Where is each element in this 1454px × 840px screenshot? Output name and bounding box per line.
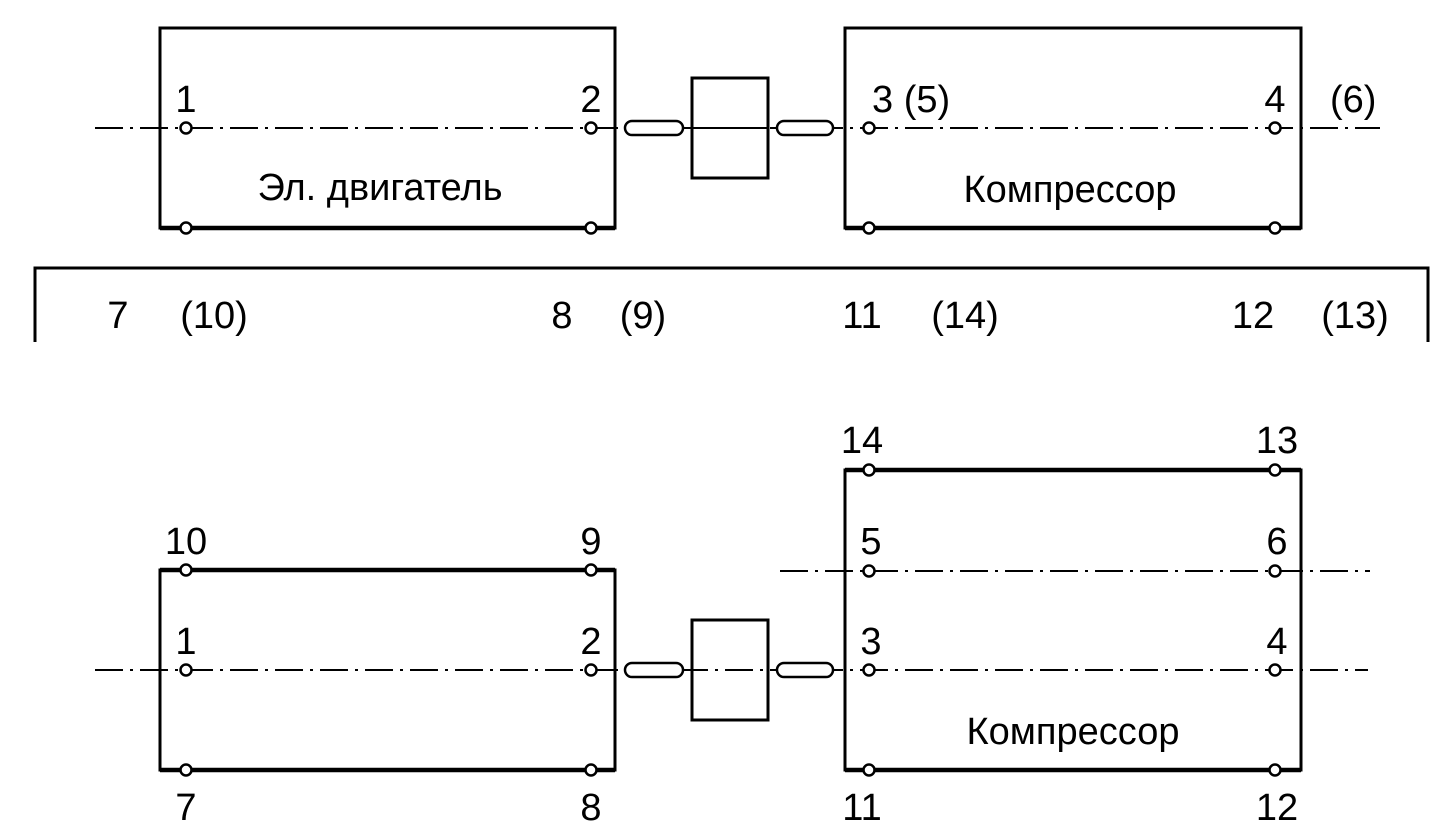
- bottom-label-4: 4: [1266, 621, 1287, 663]
- bottom-label-12: 12: [1256, 787, 1298, 829]
- bottom-point-8: [584, 763, 598, 777]
- top-coupling-right: [775, 119, 835, 137]
- top-diagram: Эл. двигатель Компрессор 1 2 3 (5) 4 (6): [95, 26, 1380, 235]
- bracket-label-12: 12: [1232, 295, 1274, 337]
- bottom-label-11: 11: [842, 787, 881, 829]
- bracket-label-7: 7: [107, 295, 128, 337]
- bottom-coupling-left: [623, 661, 685, 679]
- top-point-2: [584, 121, 598, 135]
- bottom-label-2: 2: [580, 621, 601, 663]
- top-compressor-label: Компрессор: [964, 169, 1177, 211]
- bottom-point-11: [862, 763, 876, 777]
- bottom-compressor-label: Компрессор: [967, 711, 1180, 753]
- bracket-label-14: (14): [931, 295, 999, 337]
- bottom-point-9: [584, 563, 598, 577]
- top-point-4: [1268, 121, 1282, 135]
- bracket-line: [33, 266, 1430, 342]
- bottom-label-10: 10: [165, 521, 207, 563]
- top-motor-label: Эл. двигатель: [257, 167, 502, 209]
- bracket-row: 7 (10) 8 (9) 11 (14) 12 (13): [33, 266, 1430, 342]
- bottom-point-14: [862, 463, 876, 477]
- bottom-point-2: [584, 663, 598, 677]
- bottom-point-6: [1268, 564, 1282, 578]
- bottom-point-13: [1268, 463, 1282, 477]
- bottom-label-8: 8: [580, 787, 601, 829]
- bracket-label-9: (9): [620, 295, 666, 337]
- top-label-4: 4: [1264, 79, 1285, 121]
- bracket-label-13: (13): [1321, 295, 1389, 337]
- bottom-label-5: 5: [860, 521, 881, 563]
- bottom-label-13: 13: [1256, 420, 1298, 462]
- bracket-label-11: 11: [842, 295, 881, 337]
- bottom-point-12: [1268, 763, 1282, 777]
- top-point-12: [1268, 221, 1282, 235]
- bottom-label-7: 7: [175, 787, 196, 829]
- bottom-label-6: 6: [1266, 521, 1287, 563]
- top-point-8: [584, 221, 598, 235]
- bottom-point-1: [179, 663, 193, 677]
- top-coupling-left: [623, 119, 685, 137]
- bottom-point-7: [179, 763, 193, 777]
- bottom-coupling-right: [775, 661, 835, 679]
- bottom-coupling-block: [690, 618, 770, 722]
- top-point-3: [862, 121, 876, 135]
- top-point-7: [179, 221, 193, 235]
- top-label-3-5: 3 (5): [872, 79, 950, 121]
- bracket-label-10: (10): [180, 295, 248, 337]
- bottom-point-10: [179, 563, 193, 577]
- bottom-label-3: 3: [860, 621, 881, 663]
- bottom-point-5: [862, 564, 876, 578]
- top-label-1: 1: [175, 79, 196, 121]
- bottom-label-9: 9: [580, 521, 601, 563]
- bottom-point-4: [1268, 663, 1282, 677]
- bottom-diagram: Компрессор 10 9 1 2 7 8 14 13 5 6 3 4 11…: [95, 420, 1370, 829]
- top-point-11: [862, 221, 876, 235]
- bottom-point-3: [862, 663, 876, 677]
- top-label-2: 2: [580, 79, 601, 121]
- top-label-6: (6): [1330, 79, 1376, 121]
- top-point-1: [179, 121, 193, 135]
- bottom-label-14: 14: [841, 420, 883, 462]
- bottom-label-1: 1: [175, 621, 196, 663]
- bracket-label-8: 8: [551, 295, 572, 337]
